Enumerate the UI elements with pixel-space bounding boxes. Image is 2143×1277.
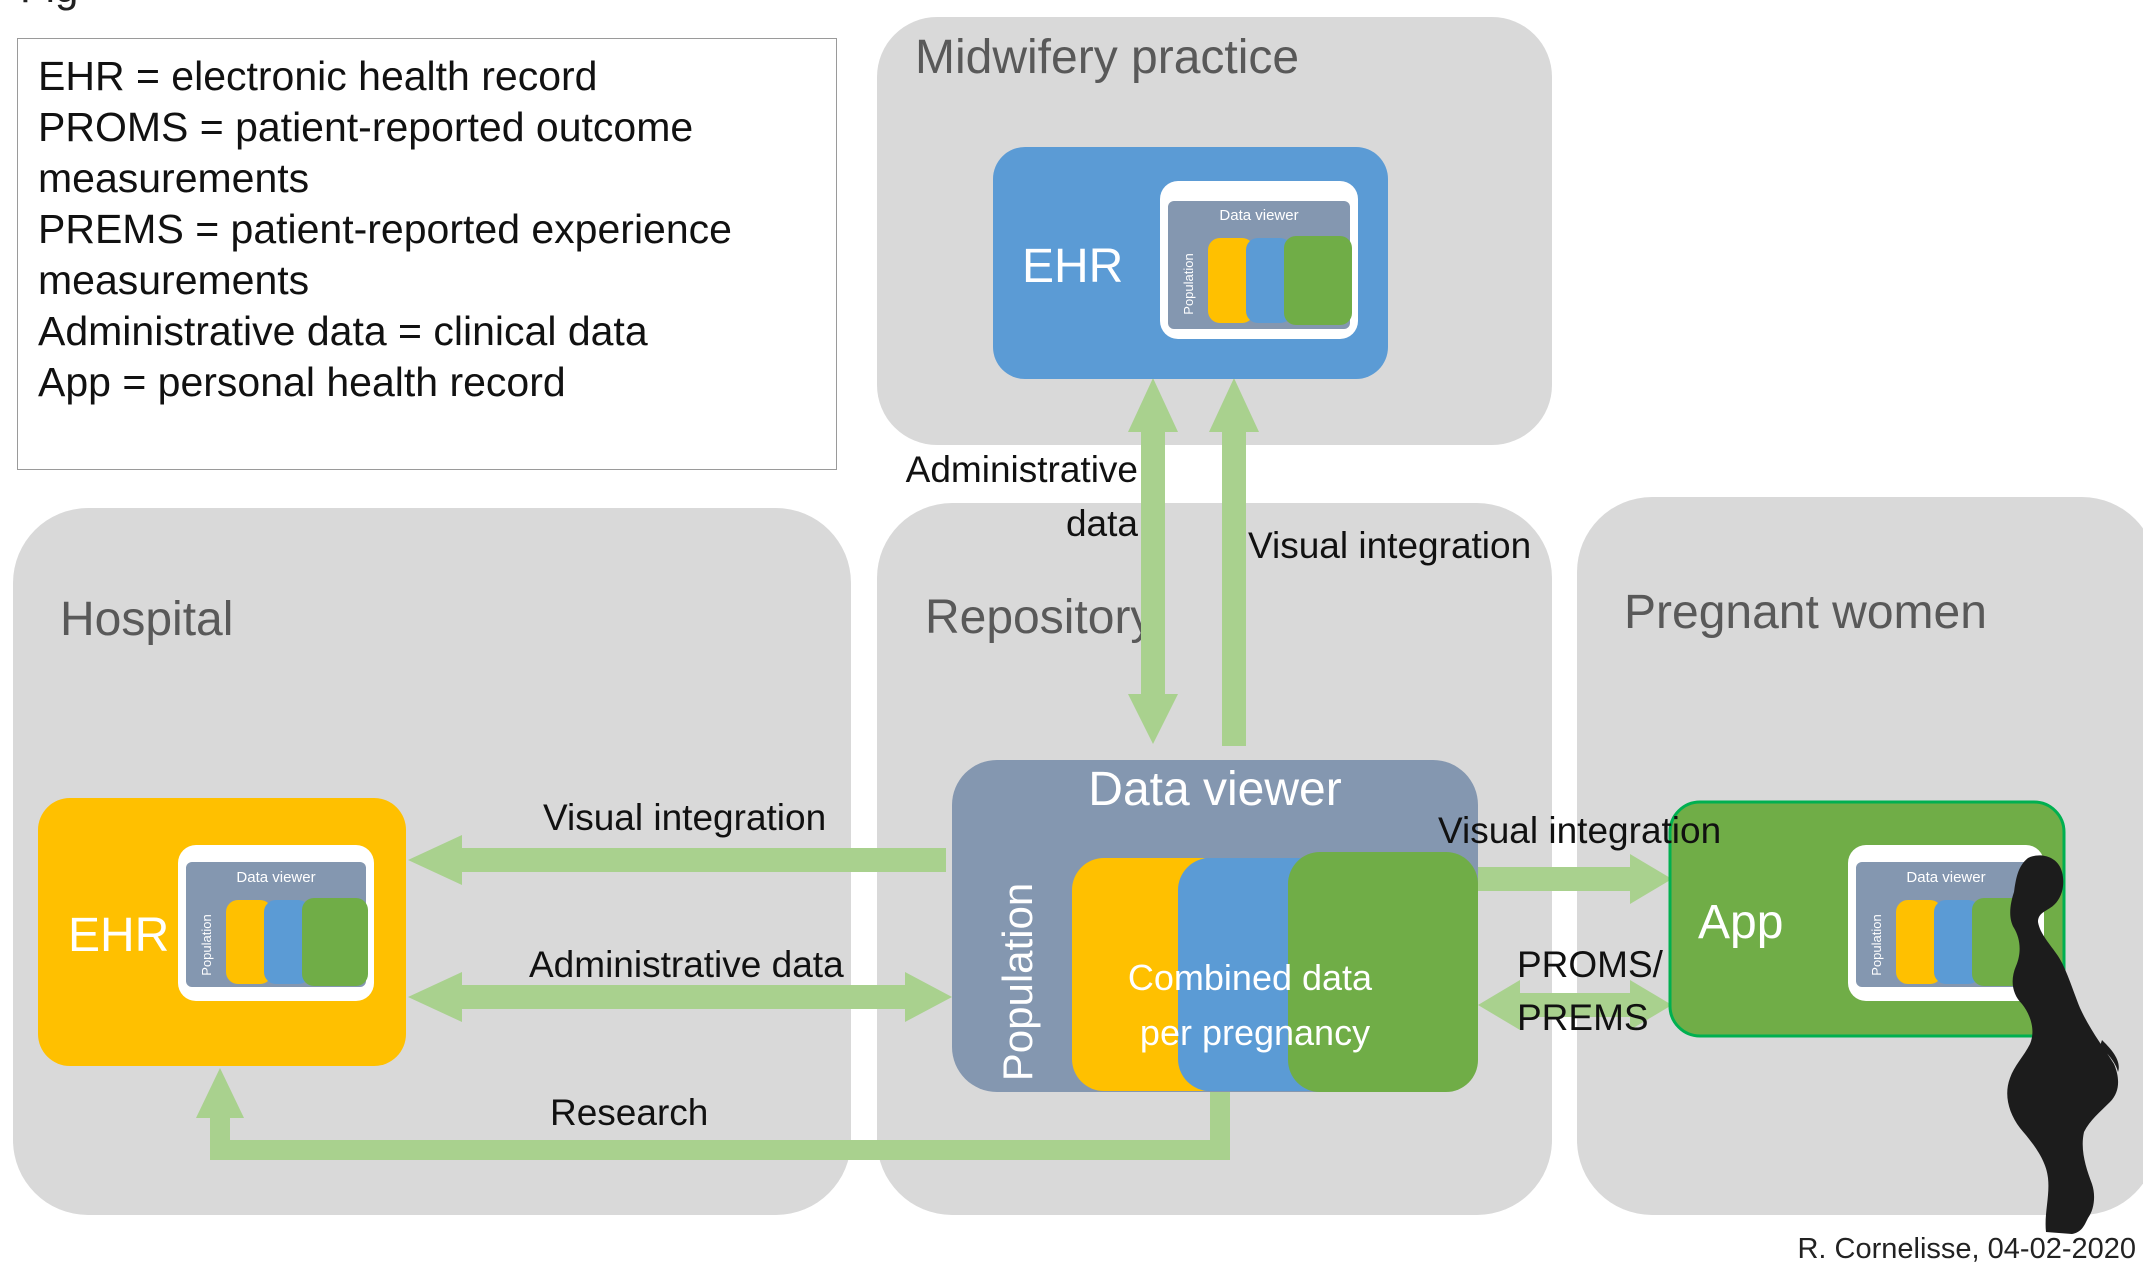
proms-label: PROMS/ [1517, 944, 1664, 985]
pregnant-woman-silhouette-icon [2007, 855, 2119, 1234]
hospital-mini-title: Data viewer [236, 869, 315, 886]
hospital-ehr-box: EHR Data viewer Population [38, 798, 406, 1066]
hospital-ehr-label: EHR [68, 909, 169, 962]
visual-integration-left-arrow [408, 835, 946, 885]
combined-data-line1: Combined data [1128, 957, 1373, 998]
legend-line-admin: Administrative data = clinical data [38, 308, 648, 354]
app-mini-title: Data viewer [1906, 869, 1985, 886]
midwifery-title: Midwifery practice [915, 31, 1299, 84]
legend-line-prems-cont: measurements [38, 257, 310, 303]
visual-integration-right-label: Visual integration [1438, 810, 1721, 851]
legend-line-proms-cont: measurements [38, 155, 310, 201]
admin-data-horizontal-arrow [408, 972, 952, 1022]
midwifery-ehr-label: EHR [1022, 240, 1123, 293]
legend-line-app: App = personal health record [38, 359, 566, 405]
legend-line-proms: PROMS = patient-reported outcome [38, 104, 694, 150]
visual-integration-top-label: Visual integration [1248, 525, 1531, 566]
central-viewer-title: Data viewer [1088, 763, 1341, 816]
legend-line-ehr: EHR = electronic health record [38, 53, 598, 99]
pregnant-women-title: Pregnant women [1624, 586, 1987, 639]
header-fragment: Fig [20, 0, 78, 11]
midwifery-mini-title: Data viewer [1219, 207, 1298, 224]
app-mini-population: Population [1869, 914, 1884, 975]
repository-title: Repository [925, 591, 1154, 644]
central-data-viewer: Data viewer Population Combined data per… [952, 760, 1478, 1092]
prems-label: PREMS [1517, 997, 1649, 1038]
midwifery-mini-viewer: Data viewer Population [1160, 181, 1358, 339]
administrative-data-label: Administrative data [529, 944, 844, 985]
central-green-band [1288, 852, 1478, 1092]
author-credit: R. Cornelisse, 04-02-2020 [1797, 1233, 2136, 1265]
midwifery-ehr-box: EHR Data viewer Population [993, 147, 1388, 379]
combined-data-line2: per pregnancy [1140, 1012, 1370, 1053]
visual-integration-right-arrow [1478, 854, 1672, 904]
proms-prems-arrow [1478, 980, 1672, 1030]
central-population-label: Population [994, 883, 1041, 1082]
hospital-mini-population: Population [199, 914, 214, 975]
visual-integration-up-arrow [1209, 378, 1259, 746]
research-label: Research [550, 1092, 708, 1133]
admin-data-vertical-arrow [1128, 378, 1178, 744]
app-label: App [1698, 896, 1783, 949]
app-box: App Data viewer Population [1668, 800, 2066, 1038]
admin-arrow-label-2: data [1066, 503, 1138, 544]
hospital-title: Hospital [60, 593, 233, 646]
legend-box: EHR = electronic health record PROMS = p… [17, 38, 837, 470]
midwifery-mini-population: Population [1181, 253, 1196, 314]
visual-integration-left-label: Visual integration [543, 797, 826, 838]
hospital-mini-viewer: Data viewer Population [178, 845, 374, 1001]
research-arrow [196, 1068, 1230, 1160]
legend-line-prems: PREMS = patient-reported experience [38, 206, 732, 252]
admin-arrow-label-1: Administrative [906, 449, 1138, 490]
app-mini-viewer: Data viewer Population [1848, 845, 2044, 1001]
